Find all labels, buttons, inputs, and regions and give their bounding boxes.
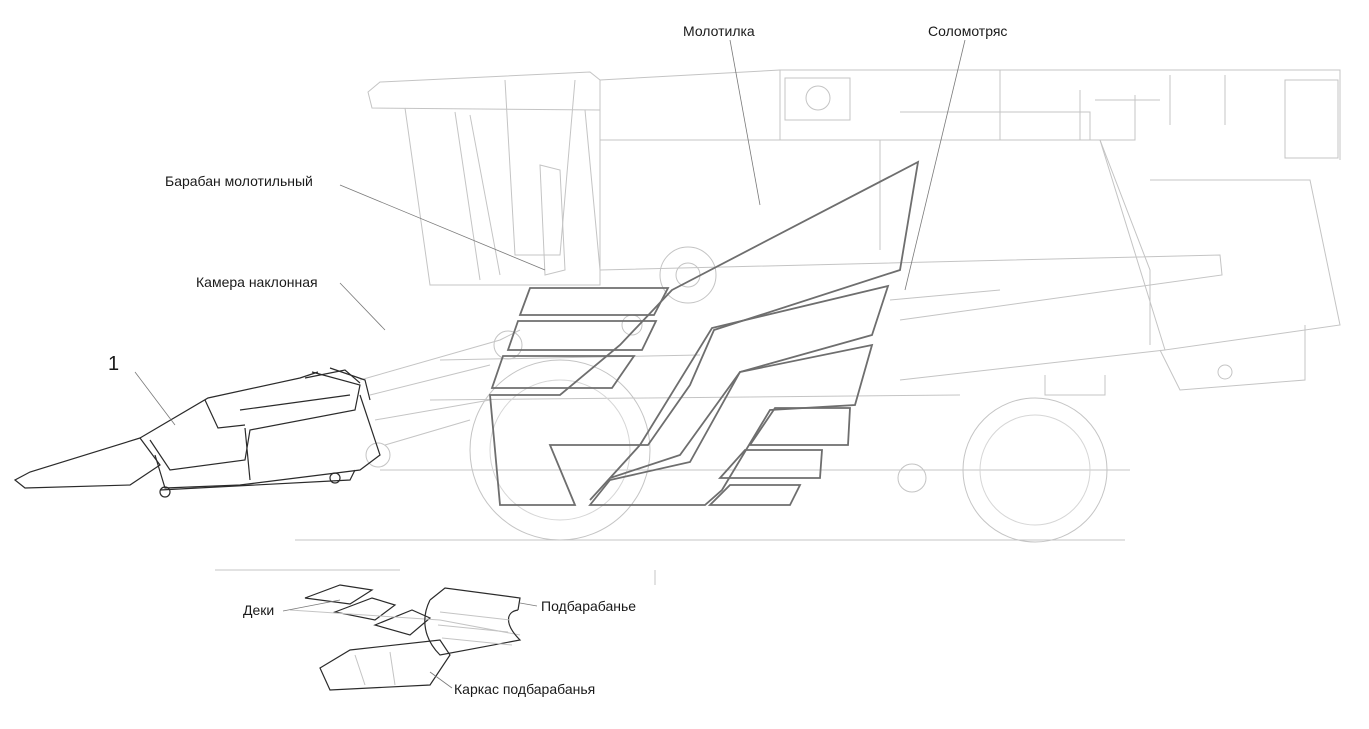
- decal-stripes: [489, 160, 920, 506]
- label-straw-walker: Соломотряс: [928, 23, 1007, 39]
- label-feeder-chamber: Камера наклонная: [196, 274, 318, 290]
- concave-parts: [215, 569, 522, 691]
- label-concave-frame: Каркас подбарабанья: [454, 681, 595, 697]
- label-concaves: Деки: [243, 602, 274, 618]
- leader-lines: [134, 39, 966, 689]
- label-thresher: Молотилка: [683, 23, 755, 39]
- label-threshing-drum: Барабан молотильный: [165, 173, 313, 189]
- label-drum-concave: Подбарабанье: [541, 598, 636, 614]
- header-attachment: [13, 367, 381, 498]
- combine-body-outline: [295, 69, 1341, 585]
- callout-number: 1: [108, 353, 119, 375]
